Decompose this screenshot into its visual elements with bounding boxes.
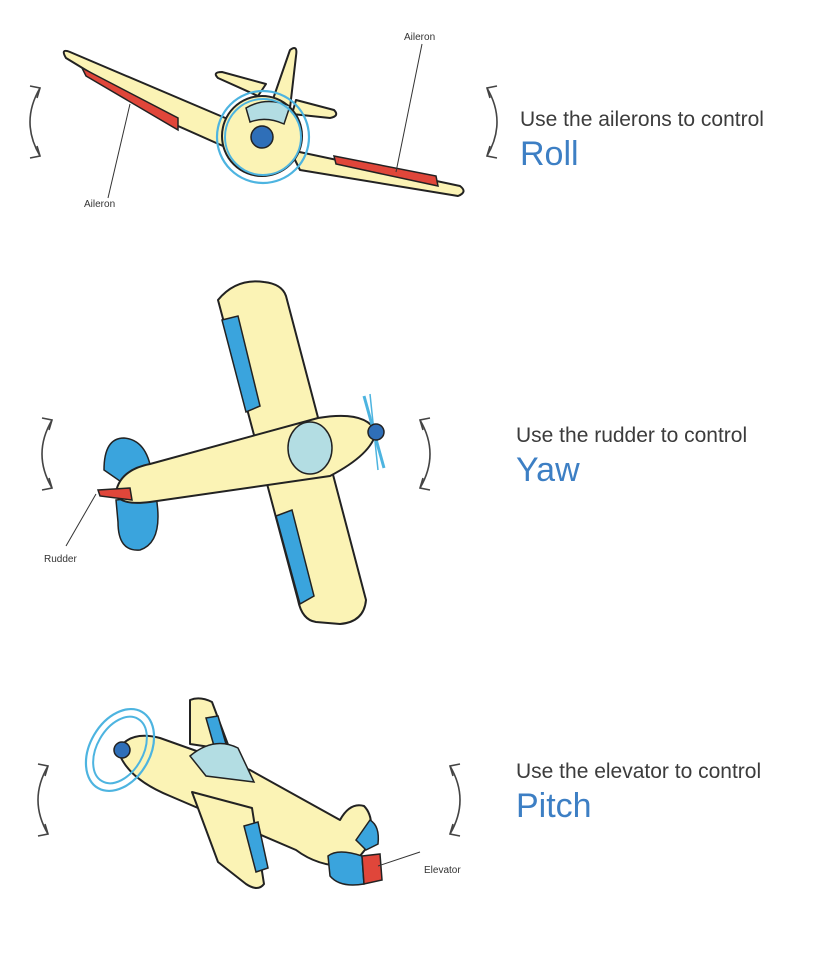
canopy xyxy=(245,100,291,126)
propeller-ring-outer xyxy=(215,89,311,185)
rotation-arrow-left-icon xyxy=(37,763,50,837)
horizontal-stabilizer-left xyxy=(214,71,267,97)
roll-section: Aileron Aileron Use the ailerons to cont… xyxy=(0,0,823,230)
left-wing xyxy=(62,49,233,151)
rudder xyxy=(96,487,133,501)
horizontal-stabilizer xyxy=(327,851,365,886)
rotation-arrow-left-icon xyxy=(29,85,42,159)
yaw-caption: Use the rudder to control Yaw xyxy=(516,424,747,490)
pitch-lead-text: Use the elevator to control xyxy=(516,760,762,783)
rotation-arrow-right-icon xyxy=(448,763,461,837)
pitch-axis-name: Pitch xyxy=(516,787,592,825)
elevator xyxy=(361,853,383,885)
roll-axis-name: Roll xyxy=(520,135,579,173)
wing-surface-lower xyxy=(275,509,315,606)
yaw-lead-text: Use the rudder to control xyxy=(516,424,748,447)
yaw-axis-name: Yaw xyxy=(516,451,580,489)
propeller-hub xyxy=(250,125,274,149)
pitch-airplane-illustration: Elevator xyxy=(37,697,461,889)
rotation-arrow-left-icon xyxy=(41,417,54,491)
left-aileron xyxy=(80,66,179,132)
near-wing xyxy=(191,791,265,889)
pitch-section: Elevator Use the elevator to control Pit… xyxy=(0,680,823,920)
propeller-hub xyxy=(367,423,385,441)
roll-lead-text: Use the ailerons to control xyxy=(520,108,764,131)
right-aileron xyxy=(332,155,439,187)
rotation-arrow-right-icon xyxy=(485,85,498,159)
wing-surface-upper xyxy=(221,315,261,414)
rudder-leader xyxy=(65,493,97,547)
aileron-leader-bottom xyxy=(107,103,131,199)
propeller-ring-outer xyxy=(84,707,156,793)
yaw-section: Rudder Use the rudder to control Yaw xyxy=(0,270,823,650)
canopy xyxy=(188,742,256,783)
roll-caption: Use the ailerons to control Roll xyxy=(520,108,764,174)
canopy xyxy=(287,421,333,475)
aileron-label-top: Aileron xyxy=(404,32,435,43)
propeller-ring-inner xyxy=(224,98,302,176)
aileron-leader-top xyxy=(395,43,423,173)
propeller-ring-inner xyxy=(92,715,148,785)
tail-fin-lower xyxy=(115,495,159,551)
propeller-hub xyxy=(113,741,131,759)
near-wing-surface xyxy=(243,821,269,873)
rotation-arrow-right-icon xyxy=(418,417,431,491)
roll-airplane-illustration: Aileron Aileron xyxy=(29,32,498,210)
aileron-label-bottom: Aileron xyxy=(84,199,115,210)
pitch-caption: Use the elevator to control Pitch xyxy=(516,760,761,826)
rudder-label: Rudder xyxy=(44,554,77,565)
yaw-airplane-illustration: Rudder xyxy=(41,280,431,625)
elevator-label: Elevator xyxy=(424,865,461,876)
elevator-leader xyxy=(377,851,421,867)
tail-fin xyxy=(355,818,380,851)
